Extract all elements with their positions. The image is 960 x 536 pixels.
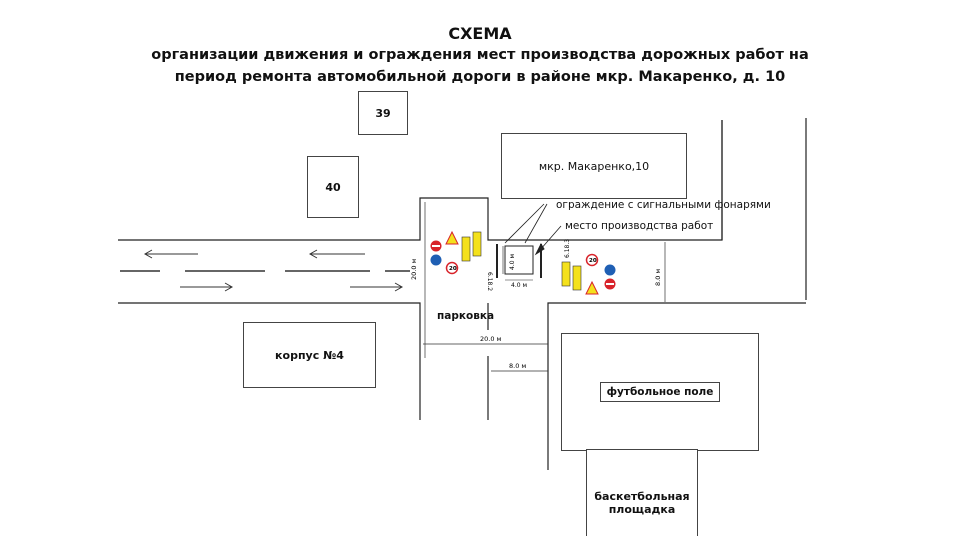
sign-code-right-label: 6.18.3 <box>564 239 571 258</box>
scheme-title: СХЕМА <box>448 24 512 43</box>
building-39-label: 39 <box>375 106 391 120</box>
speed-limit-sign <box>585 253 599 267</box>
parking-label: парковка <box>437 310 495 322</box>
work-pointer-head <box>534 242 545 256</box>
keep-right-sign <box>604 264 616 276</box>
dim-8-horizontal-label: 8.0 м <box>509 362 526 370</box>
road-edge-bottom-left <box>118 302 421 420</box>
road-works-sign <box>445 230 459 245</box>
road-works-sign <box>585 280 599 295</box>
keep-right-sign <box>430 254 442 266</box>
building-korpus: корпус №4 <box>243 322 376 388</box>
arrow-head-4 <box>394 282 404 292</box>
work-zone <box>504 245 534 275</box>
football-field: футбольное поле <box>561 333 759 451</box>
building-40-label: 40 <box>325 180 341 194</box>
scheme-subtitle-line2: период ремонта автомобильной дороги в ра… <box>174 69 786 85</box>
speed-limit-right-value: 20 <box>589 258 597 264</box>
detour-sign-left-a <box>461 236 471 262</box>
dim-4-vertical-label: 4.0 м <box>509 254 516 270</box>
building-makarenko: мкр. Макаренко,10 <box>501 133 687 199</box>
building-39: 39 <box>358 91 408 135</box>
speed-limit-sign <box>445 261 459 275</box>
sign-code-left-label: 6.18.2 <box>486 272 493 291</box>
arrow-head-1 <box>143 249 153 259</box>
work-site <box>496 203 562 281</box>
work-pointer <box>539 225 562 251</box>
dimension-lines <box>423 202 666 372</box>
road-outline <box>118 118 807 470</box>
arrow-head-3 <box>224 282 234 292</box>
fence-pointer <box>504 203 545 244</box>
football-field-label: футбольное поле <box>599 382 721 402</box>
lane-arrows <box>143 249 404 292</box>
dim-8-vertical-label: 8.0 м <box>654 269 662 286</box>
signs-right <box>561 253 616 295</box>
arrow-head-2 <box>308 249 318 259</box>
fence-label: ограждение с сигнальными фонарями <box>556 199 771 211</box>
signs-left <box>430 230 482 275</box>
dim-20-horizontal-label: 20.0 м <box>480 335 502 343</box>
work-site-label: место производства работ <box>565 220 714 232</box>
basketball-court: баскетбольная площадка <box>586 449 698 536</box>
detour-sign-left-b <box>472 231 482 257</box>
fence-pointer-2 <box>524 203 548 244</box>
building-40: 40 <box>307 156 359 218</box>
road-edge-bottom-right <box>547 302 806 420</box>
speed-limit-left-value: 20 <box>449 266 457 272</box>
detour-sign-right-a <box>561 261 571 287</box>
basketball-court-label: баскетбольная площадка <box>594 490 690 516</box>
building-makarenko-label: мкр. Макаренко,10 <box>538 159 650 173</box>
dim-4-horizontal-label: 4.0 м <box>511 282 527 289</box>
scheme-subtitle-line1: организации движения и ограждения мест п… <box>151 47 809 63</box>
dim-20-vertical-label: 20.0 м <box>410 258 418 280</box>
building-korpus-label: корпус №4 <box>275 348 344 362</box>
detour-sign-right-b <box>572 265 582 291</box>
